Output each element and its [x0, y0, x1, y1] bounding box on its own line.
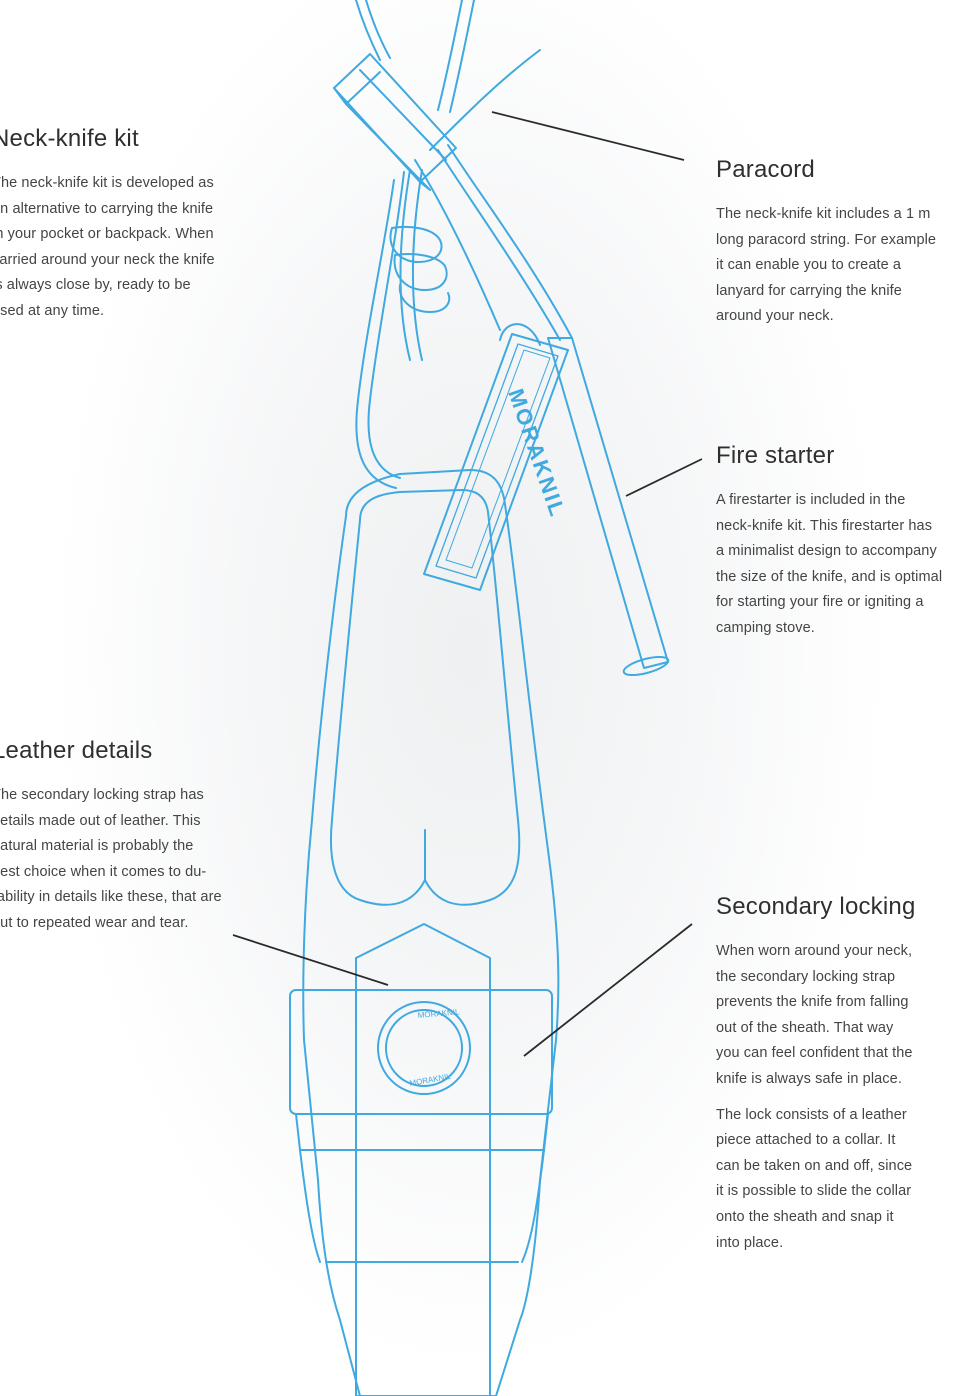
fire-starter-body: A firestarter is included in the neck-kn… [716, 492, 943, 636]
secondary-locking-title: Secondary locking [716, 893, 916, 920]
neck-knife-kit-title: Neck-knife kit [0, 125, 139, 152]
firestarter-rod [547, 337, 670, 677]
emblem-text-top: MORAKNIL [417, 1007, 460, 1020]
section-secondary-locking: Secondary locking When worn around your … [716, 892, 916, 1266]
leader-fire-starter [625, 458, 703, 497]
section-paracord: Paracord The neck-knife kit includes a 1… [716, 155, 936, 340]
paracord-cord [355, 0, 573, 489]
leather-details-body: The secondary locking strap has details … [0, 787, 222, 931]
knife-sheath [302, 469, 560, 1396]
secondary-locking-body-2: The lock consists of a leather piece att… [716, 1106, 913, 1251]
leader-secondary-locking [523, 923, 693, 1057]
section-neck-knife-kit: Neck-knife kit The neck-knife kit is dev… [0, 124, 215, 335]
leather-details-title: Leather details [0, 737, 153, 764]
paracord-knot [389, 225, 451, 313]
section-fire-starter: Fire starter A firestarter is included i… [716, 441, 942, 652]
section-leather-details: Leather details The secondary locking st… [0, 736, 222, 947]
fire-starter-title: Fire starter [716, 442, 835, 469]
neck-knife-kit-body: The neck-knife kit is developed as an al… [0, 175, 215, 319]
firestarter-handle [423, 323, 569, 591]
cord-lock [333, 53, 457, 191]
leather-strap [355, 923, 491, 1396]
secondary-locking-body-1: When worn around your neck, the secondar… [716, 943, 913, 1087]
paracord-title: Paracord [716, 156, 815, 183]
leader-leather-details [232, 934, 389, 986]
leader-paracord [491, 111, 685, 161]
locking-collar [289, 989, 553, 1263]
paracord-body: The neck-knife kit includes a 1 m long p… [716, 206, 937, 325]
